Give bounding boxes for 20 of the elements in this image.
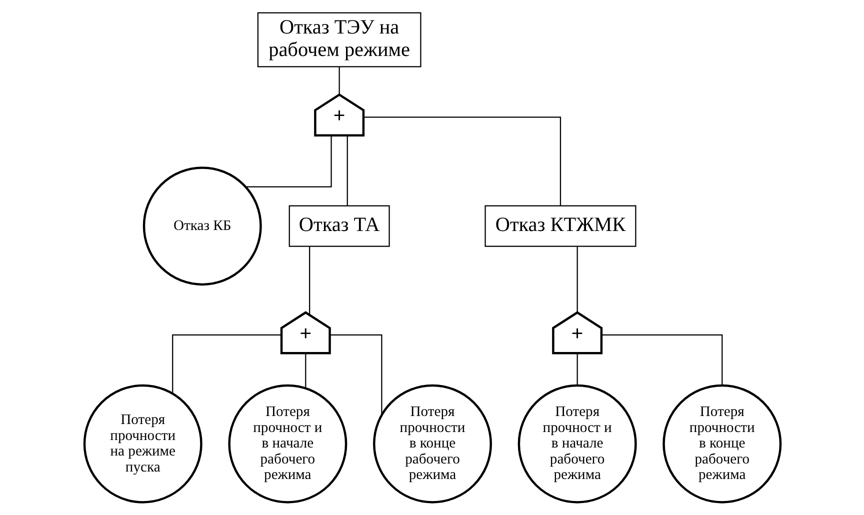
node-circle: Отказ КБ [142,166,262,286]
node-circle: Потеря прочности в конце рабочего режима [372,384,492,504]
connector [363,116,561,206]
connector [346,136,348,206]
connector [576,353,578,386]
connector [330,334,382,415]
connector [576,246,578,312]
node-box: Отказ КТЖМК [484,205,636,247]
node-circle: Потеря прочности в конце рабочего режима [662,384,782,504]
node-circle: Потеря прочност и в начале рабочего режима [228,384,347,504]
connector [304,353,306,388]
node-circle: Потеря прочности на режиме пуска [82,384,202,504]
node-box: Отказ ТЭУ на рабочем режиме [256,12,421,68]
node-box: Отказ ТА [288,205,390,247]
connector [308,246,310,315]
connector [245,135,332,188]
connector [601,334,722,386]
connector [172,334,281,394]
connector [338,66,340,95]
node-circle: Потеря прочност и в начале рабочего режима [517,384,636,504]
